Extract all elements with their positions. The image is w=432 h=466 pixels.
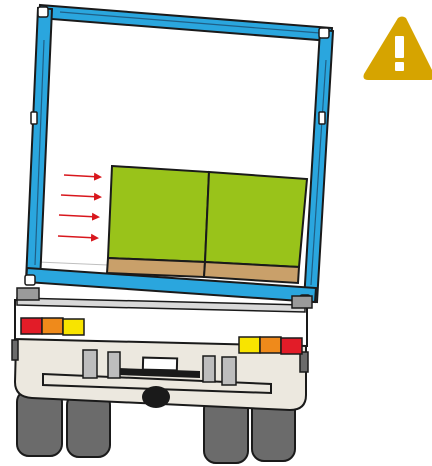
warning-exclamation-bar: [395, 36, 404, 58]
hinge-top-right: [319, 28, 329, 38]
cargo-box-left: [108, 166, 209, 262]
post-center-right: [203, 356, 215, 382]
license-plate: [143, 358, 177, 371]
post-left: [83, 350, 97, 378]
warning-exclamation-dot: [395, 62, 404, 71]
frame-foot-left: [17, 288, 39, 300]
tail-light-right-orange: [260, 337, 281, 353]
bumper-shadow-right: [300, 352, 308, 372]
tow-hitch: [142, 386, 170, 408]
hinge-right-mid: [319, 112, 325, 124]
post-right: [222, 357, 236, 385]
warning-icon: [364, 17, 432, 81]
hinge-bottom-left: [25, 275, 35, 285]
tire-left-inner: [67, 393, 110, 457]
tail-light-left-yellow: [63, 319, 84, 335]
post-center-left: [108, 352, 120, 378]
tail-light-left-orange: [42, 318, 63, 334]
bumper-shadow-left: [12, 340, 18, 360]
hinge-left-mid: [31, 112, 37, 124]
tail-light-right-red: [281, 338, 302, 354]
cargo-load: [107, 166, 307, 283]
tail-light-right-yellow: [239, 337, 260, 353]
tail-light-left-red: [21, 318, 42, 334]
cargo-box-right: [205, 172, 307, 267]
hinge-top-left: [38, 7, 48, 17]
frame-foot-right: [292, 296, 312, 308]
